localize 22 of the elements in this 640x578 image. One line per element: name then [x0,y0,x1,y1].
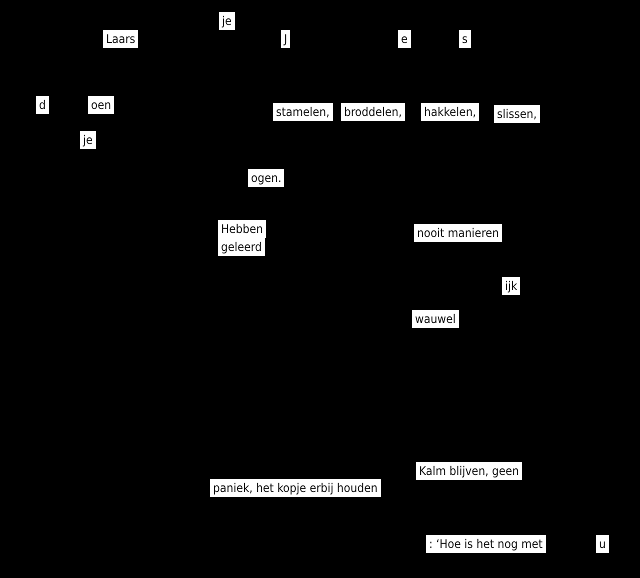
text-fragment: d [36,96,49,114]
text-fragment: u [596,535,609,553]
text-fragment: e [398,30,411,48]
text-fragment: hakkelen, [421,103,480,121]
text-fragment: oen [88,96,114,114]
text-fragment: paniek, het kopje erbij houden [210,479,381,497]
text-fragment: geleerd [218,238,265,256]
text-fragment: ogen. [248,169,284,187]
text-fragment: : ‘Hoe is het nog met [426,535,546,553]
text-fragment: Hebben [218,220,266,238]
text-fragment: nooit manieren [414,224,502,242]
text-fragment: wauwel [412,310,459,328]
text-fragment: je [80,131,96,149]
text-fragment: ijk [502,277,520,295]
text-fragment: stamelen, [273,103,333,121]
text-fragment: broddelen, [341,103,405,121]
text-fragment: je [219,12,235,30]
text-fragment: J [281,30,290,48]
text-fragment: Kalm blijven, geen [416,462,522,480]
text-fragment: s [459,30,471,48]
text-fragment: Laars [103,30,138,48]
text-fragment: slissen, [494,105,540,123]
